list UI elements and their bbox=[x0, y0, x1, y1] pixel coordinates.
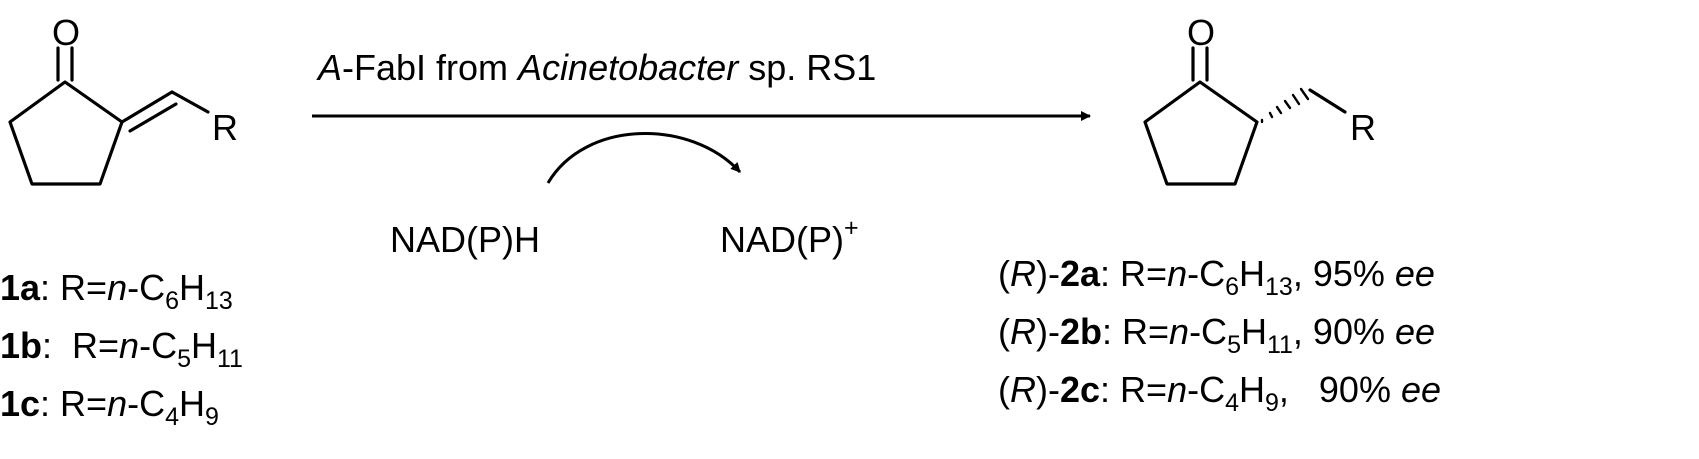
cofactor-reduced-label: NAD(P)H bbox=[390, 219, 540, 260]
product-r-bond bbox=[1308, 88, 1347, 114]
substrate-r-bond bbox=[170, 90, 210, 114]
substrate-r-label: R bbox=[212, 107, 238, 148]
substrate-legend: 1a: R=n-C6H13 1b: R=n-C5H11 1c: R=n-C4H9 bbox=[0, 267, 243, 431]
product-row-2c: (R)-2c: R=n-C4H9, 90% ee bbox=[998, 369, 1441, 417]
product-r-label: R bbox=[1350, 107, 1376, 148]
substrate-row-1a: 1a: R=n-C6H13 bbox=[0, 267, 233, 315]
cofactor-curved-arrow bbox=[546, 132, 742, 184]
product-hashed-wedge bbox=[1260, 87, 1310, 124]
substrate-row-1c: 1c: R=n-C4H9 bbox=[0, 383, 219, 431]
product-oxygen-label: O bbox=[1187, 12, 1215, 53]
substrate-structure bbox=[8, 46, 210, 186]
product-row-2a: (R)-2a: R=n-C6H13, 95% ee bbox=[998, 253, 1435, 301]
substrate-ring bbox=[8, 80, 124, 186]
product-row-2b: (R)-2b: R=n-C5H11, 90% ee bbox=[998, 311, 1435, 359]
reagent-label: A-FabI from Acinetobacter sp. RS1 bbox=[316, 47, 876, 88]
product-legend: (R)-2a: R=n-C6H13, 95% ee (R)-2b: R=n-C5… bbox=[998, 253, 1441, 417]
substrate-alkene-bond bbox=[120, 90, 174, 124]
substrate-oxygen-label: O bbox=[52, 12, 80, 53]
substrate-alkene-bond-2 bbox=[128, 102, 178, 133]
product-ring bbox=[1143, 80, 1259, 186]
cofactor-oxidized-label: NAD(P)+ bbox=[720, 214, 859, 260]
substrate-row-1b: 1b: R=n-C5H11 bbox=[0, 325, 243, 373]
product-structure bbox=[1143, 46, 1347, 186]
